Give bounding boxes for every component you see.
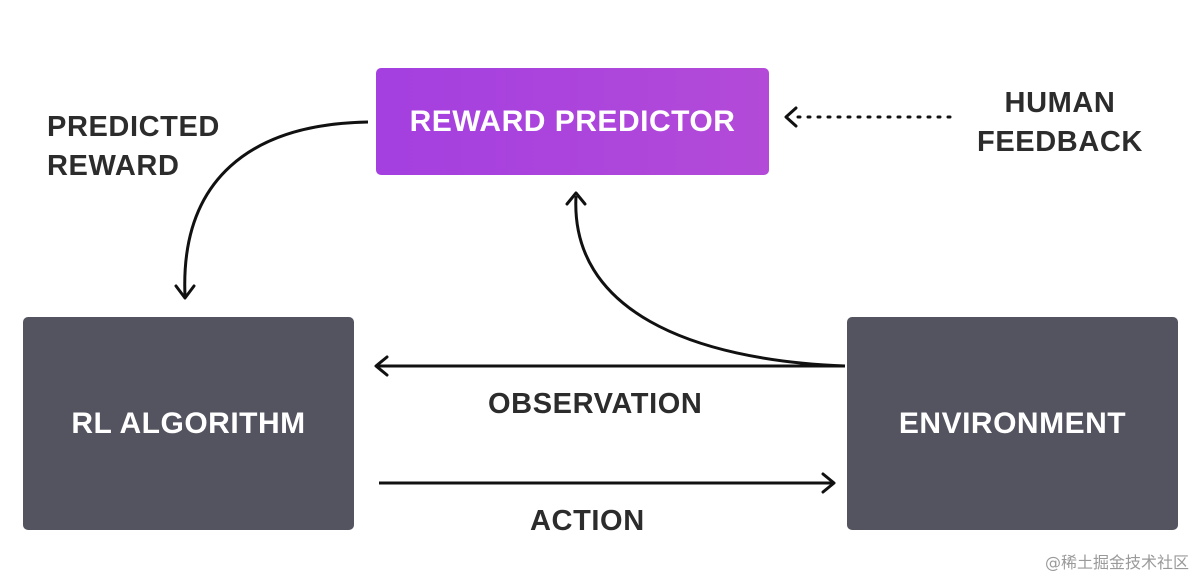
action-label: ACTION <box>530 505 645 537</box>
watermark: @稀土掘金技术社区 <box>1044 553 1189 572</box>
reward-predictor-label: REWARD PREDICTOR <box>409 104 736 138</box>
observation-arrowhead <box>374 355 389 377</box>
human-feedback-line-1: HUMAN <box>1004 87 1116 119</box>
environment-to-reward-arrow <box>574 195 846 368</box>
environment-node: ENVIRONMENT <box>847 317 1178 530</box>
human-feedback-arrowhead <box>784 106 798 128</box>
human-feedback-line-2: FEEDBACK <box>977 126 1143 158</box>
rl-algorithm-node: RL ALGORITHM <box>23 317 354 530</box>
observation-label: OBSERVATION <box>488 388 703 420</box>
rl-algorithm-label: RL ALGORITHM <box>71 406 306 440</box>
reward-predictor-node: REWARD PREDICTOR <box>376 68 769 175</box>
human-feedback-label: HUMAN FEEDBACK <box>975 84 1145 162</box>
predicted-reward-line-1: PREDICTED <box>47 111 220 143</box>
predicted-reward-line-2: REWARD <box>47 150 180 182</box>
predicted-reward-arrow <box>183 120 369 297</box>
environment-label: ENVIRONMENT <box>898 406 1127 440</box>
action-arrowhead <box>821 472 836 494</box>
predicted-reward-arrowhead <box>174 284 196 300</box>
predicted-reward-label: PREDICTED REWARD <box>47 108 220 186</box>
environment-to-reward-arrowhead <box>565 191 587 206</box>
